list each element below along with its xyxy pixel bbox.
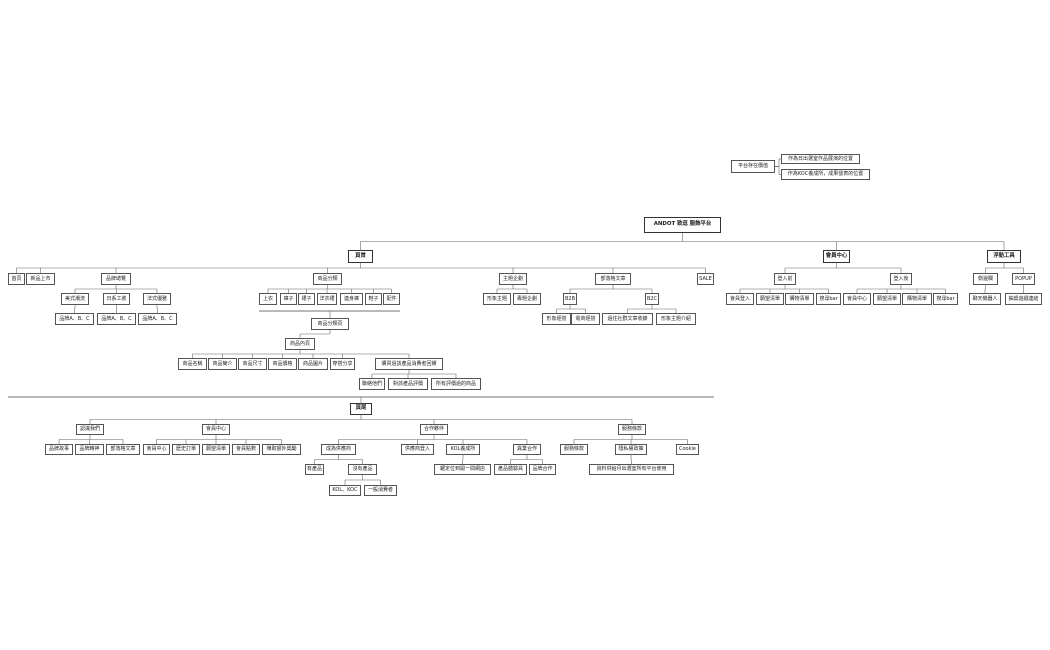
node-m1c: 購物清單 bbox=[785, 293, 814, 305]
node-r3: 所有評價過的商品 bbox=[431, 378, 481, 390]
node-ft3b: 供應商登入 bbox=[401, 444, 434, 455]
node-ci3: 商品尺寸 bbox=[238, 358, 267, 370]
node-ft4b: 隱私權政策 bbox=[615, 444, 647, 455]
node-footer: 頁尾 bbox=[350, 403, 372, 415]
node-h6: 部落格文章 bbox=[595, 273, 631, 285]
node-h3: 品牌總覽 bbox=[101, 273, 131, 285]
node-c4: 洋衣裙 bbox=[317, 293, 337, 305]
node-ci6: 穿搭分享 bbox=[330, 358, 355, 370]
node-ft3a: 成為供應商 bbox=[321, 444, 356, 455]
node-ci5: 商品圖片 bbox=[298, 358, 328, 370]
node-home: 頁首 bbox=[348, 250, 373, 263]
node-m2c: 購物清單 bbox=[902, 293, 932, 305]
node-ft1b: 品牌精神 bbox=[75, 444, 104, 455]
node-ft4: 服務條款 bbox=[618, 424, 646, 435]
node-ft3a2: 沒有產品 bbox=[348, 464, 377, 475]
node-h5: 主題企劃 bbox=[499, 273, 527, 285]
node-t1: 形象主題 bbox=[483, 293, 511, 305]
node-ft3d1: 產品體驗員 bbox=[494, 464, 527, 475]
node-c2: 褲子 bbox=[280, 293, 297, 305]
node-f1a: 聊天機器人 bbox=[969, 293, 1001, 305]
node-m2b: 願望清單 bbox=[873, 293, 901, 305]
node-r1: 聯絡他們 bbox=[359, 378, 385, 390]
node-m1b: 願望清單 bbox=[756, 293, 784, 305]
node-c5: 連身褲 bbox=[340, 293, 363, 305]
node-f1: 側邊欄 bbox=[973, 273, 998, 285]
node-pv1: 作為日出選室作品展演的位置 bbox=[781, 154, 860, 164]
node-ft3d2: 品牌合作 bbox=[529, 464, 556, 475]
node-b1a: 品牌A、B、C bbox=[55, 313, 94, 325]
node-bl1: B2B bbox=[563, 293, 577, 305]
node-ft3c1: 鋸定位到開一間網店 bbox=[434, 464, 491, 475]
node-ci7: 購買過該產品消費者回饋 bbox=[375, 358, 443, 370]
node-ci2: 商品簡介 bbox=[208, 358, 237, 370]
node-ft2e: 賺取額外獎勵 bbox=[262, 444, 301, 455]
node-ci: 商品內頁 bbox=[285, 338, 315, 350]
node-ft2: 會員中心 bbox=[202, 424, 230, 435]
node-f2a: 抽獎遊戲連結 bbox=[1005, 293, 1042, 305]
node-bl1b: 電商經營 bbox=[571, 313, 600, 325]
node-ft2a: 會員中心 bbox=[143, 444, 170, 455]
node-ft3: 合作夥伴 bbox=[420, 424, 448, 435]
node-ft2c: 願望清單 bbox=[202, 444, 230, 455]
node-ft1c: 部落格文章 bbox=[106, 444, 140, 455]
node-ft4c: Cookie bbox=[676, 444, 699, 455]
node-m1d: 搜尋bar bbox=[816, 293, 841, 305]
node-pv: 平台存在價值 bbox=[731, 160, 775, 173]
node-b2a: 品牌A、B、C bbox=[97, 313, 136, 325]
node-ft3c: KOL養成所 bbox=[446, 444, 480, 455]
node-m1a: 會員登入 bbox=[726, 293, 754, 305]
node-c1: 上衣 bbox=[259, 293, 277, 305]
node-h4: 商品分類 bbox=[313, 273, 342, 285]
node-ft3a2b: 一般消費者 bbox=[364, 485, 397, 496]
node-b1: 美式潮流 bbox=[61, 293, 89, 305]
node-c6: 鞋子 bbox=[365, 293, 382, 305]
node-ft3d: 異業合作 bbox=[513, 444, 541, 455]
node-ft4a: 服務條款 bbox=[560, 444, 588, 455]
node-pv2: 作為KOC養成所，成果發表的位置 bbox=[781, 169, 870, 180]
node-bl1a: 形象經營 bbox=[542, 313, 571, 325]
node-b2: 日系工裝 bbox=[103, 293, 130, 305]
node-ft2b: 歷史訂單 bbox=[172, 444, 200, 455]
node-m1: 登入前 bbox=[774, 273, 796, 285]
node-ft1a: 品牌故事 bbox=[45, 444, 73, 455]
node-m2a: 會員中心 bbox=[843, 293, 871, 305]
node-b3: 法式優雅 bbox=[143, 293, 171, 305]
node-r2: 對該產品評價 bbox=[388, 378, 428, 390]
node-ft4b1: 資料供給月出選室所有平台使用 bbox=[589, 464, 674, 475]
node-h1: 首頁 bbox=[8, 273, 25, 285]
node-bl2: B2C bbox=[645, 293, 659, 305]
node-ft3a2a: KOL、KOC bbox=[329, 485, 361, 496]
node-b3a: 品牌A、B、C bbox=[138, 313, 177, 325]
node-t2: 專題企劃 bbox=[513, 293, 541, 305]
node-f2: POPUP bbox=[1012, 273, 1035, 285]
node-bl2b: 形象主題介紹 bbox=[656, 313, 696, 325]
node-m2d: 搜尋bar bbox=[933, 293, 958, 305]
node-c3: 裙子 bbox=[298, 293, 315, 305]
node-ci1: 商品名稱 bbox=[178, 358, 207, 370]
node-float: 浮動工具 bbox=[987, 250, 1021, 263]
node-ft1: 認識我們 bbox=[76, 424, 104, 435]
node-cp: 商品分類頁 bbox=[311, 318, 349, 330]
node-h7: SALE bbox=[697, 273, 714, 285]
node-m2: 登入後 bbox=[890, 273, 912, 285]
node-h2: 新品上市 bbox=[26, 273, 55, 285]
node-bl2a: 過往社群文章收錄 bbox=[602, 313, 653, 325]
node-root: ANDOT 致逗 服飾平台 bbox=[644, 217, 721, 233]
node-ci4: 商品價格 bbox=[268, 358, 297, 370]
node-c7: 配件 bbox=[383, 293, 400, 305]
node-member: 會員中心 bbox=[823, 250, 850, 263]
node-ft2d: 會員點數 bbox=[232, 444, 260, 455]
node-ft3a1: 有產品 bbox=[305, 464, 324, 475]
